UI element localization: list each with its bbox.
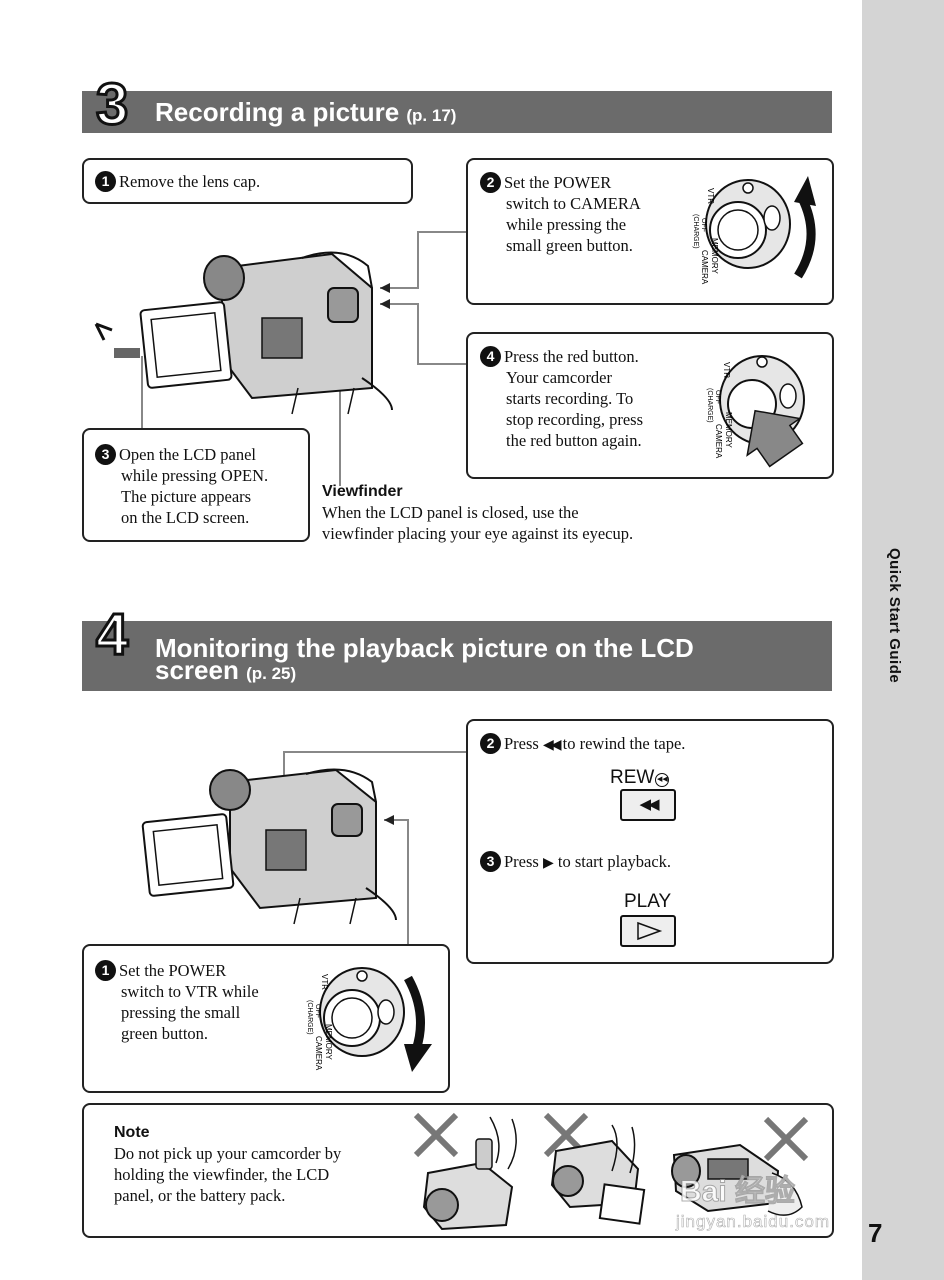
watermark-url: jingyan.baidu.com [676,1212,831,1232]
svg-text:(CHARGE): (CHARGE) [692,214,699,249]
watermark-logo: Bai 经验 [679,1175,796,1209]
section4-title: Monitoring the playback picture on the L… [155,633,694,685]
wrong-hold-viewfinder-illustration [413,1112,517,1231]
viewfinder-heading: Viewfinder [322,483,403,500]
step-number-badge: 1 [95,960,116,981]
play-outline-icon [637,921,663,941]
play-icon: ▶ [542,856,554,871]
section3-number: 3 [94,72,129,137]
step-number-badge: 2 [480,733,501,754]
svg-text:MEMORY: MEMORY [710,238,719,275]
section4-page-ref: (p. 25) [246,664,297,683]
note-heading: Note [114,1124,150,1141]
record-button-illustration: VTR OFF (CHARGE) MEMORY CAMERA [706,355,805,468]
camcorder-open-lcd-illustration [94,251,393,415]
section3-title: Recording a picture (p. 17) [155,97,457,127]
viewfinder-block: Viewfinder When the LCD panel is closed,… [322,483,634,543]
wrong-hold-lcd-illustration [543,1112,646,1225]
rew-button[interactable]: ◀◀ [620,789,676,821]
camcorder-playback-illustration [141,768,397,925]
step-number-badge: 4 [480,346,501,367]
section3-banner: Recording a picture (p. 17) [82,91,832,133]
svg-text:OFF: OFF [714,390,721,404]
step-number-badge: 1 [95,171,116,192]
svg-text:OFF: OFF [700,218,707,232]
svg-text:VTR: VTR [706,188,715,204]
svg-text:MEMORY: MEMORY [724,412,733,449]
svg-text:VTR: VTR [320,974,329,990]
section4-banner: Monitoring the playback picture on the L… [82,621,832,691]
svg-text:MEMORY: MEMORY [324,1024,333,1061]
rew-indicator-icon: ◀◀ [655,773,670,787]
x-mark-icon [763,1116,809,1162]
step-number-badge: 3 [480,851,501,872]
wrong-hold-battery-illustration [671,1116,809,1216]
svg-text:VTR: VTR [722,362,731,378]
section3-page-ref: (p. 17) [406,106,457,125]
svg-text:(CHARGE): (CHARGE) [706,388,713,423]
note-box: Note Do not pick up your camcorder by ho… [82,1103,834,1238]
svg-text:OFF: OFF [314,1004,321,1018]
rewind-icon: ◀◀ [639,797,659,813]
svg-text:CAMERA: CAMERA [314,1036,323,1071]
play-button[interactable] [620,915,676,947]
power-dial-camera-illustration: VTR OFF (CHARGE) MEMORY CAMERA [692,176,816,285]
svg-text:CAMERA: CAMERA [700,250,709,285]
play-label: PLAY [624,891,672,912]
rew-label: REW◀◀ [610,767,670,788]
svg-text:(CHARGE): (CHARGE) [306,1000,313,1035]
step1-text: Remove the lens cap. [119,172,261,191]
power-dial-vtr-illustration: VTR OFF (CHARGE) MEMORY CAMERA [306,967,432,1072]
sidebar-tab [862,0,944,1280]
rewind-icon: ◀◀ [542,738,561,753]
x-mark-icon [413,1112,459,1158]
section4-number: 4 [94,602,129,667]
step-number-badge: 2 [480,172,501,193]
page-number: 7 [868,1218,883,1248]
svg-text:CAMERA: CAMERA [714,424,723,459]
step-number-badge: 3 [95,444,116,465]
